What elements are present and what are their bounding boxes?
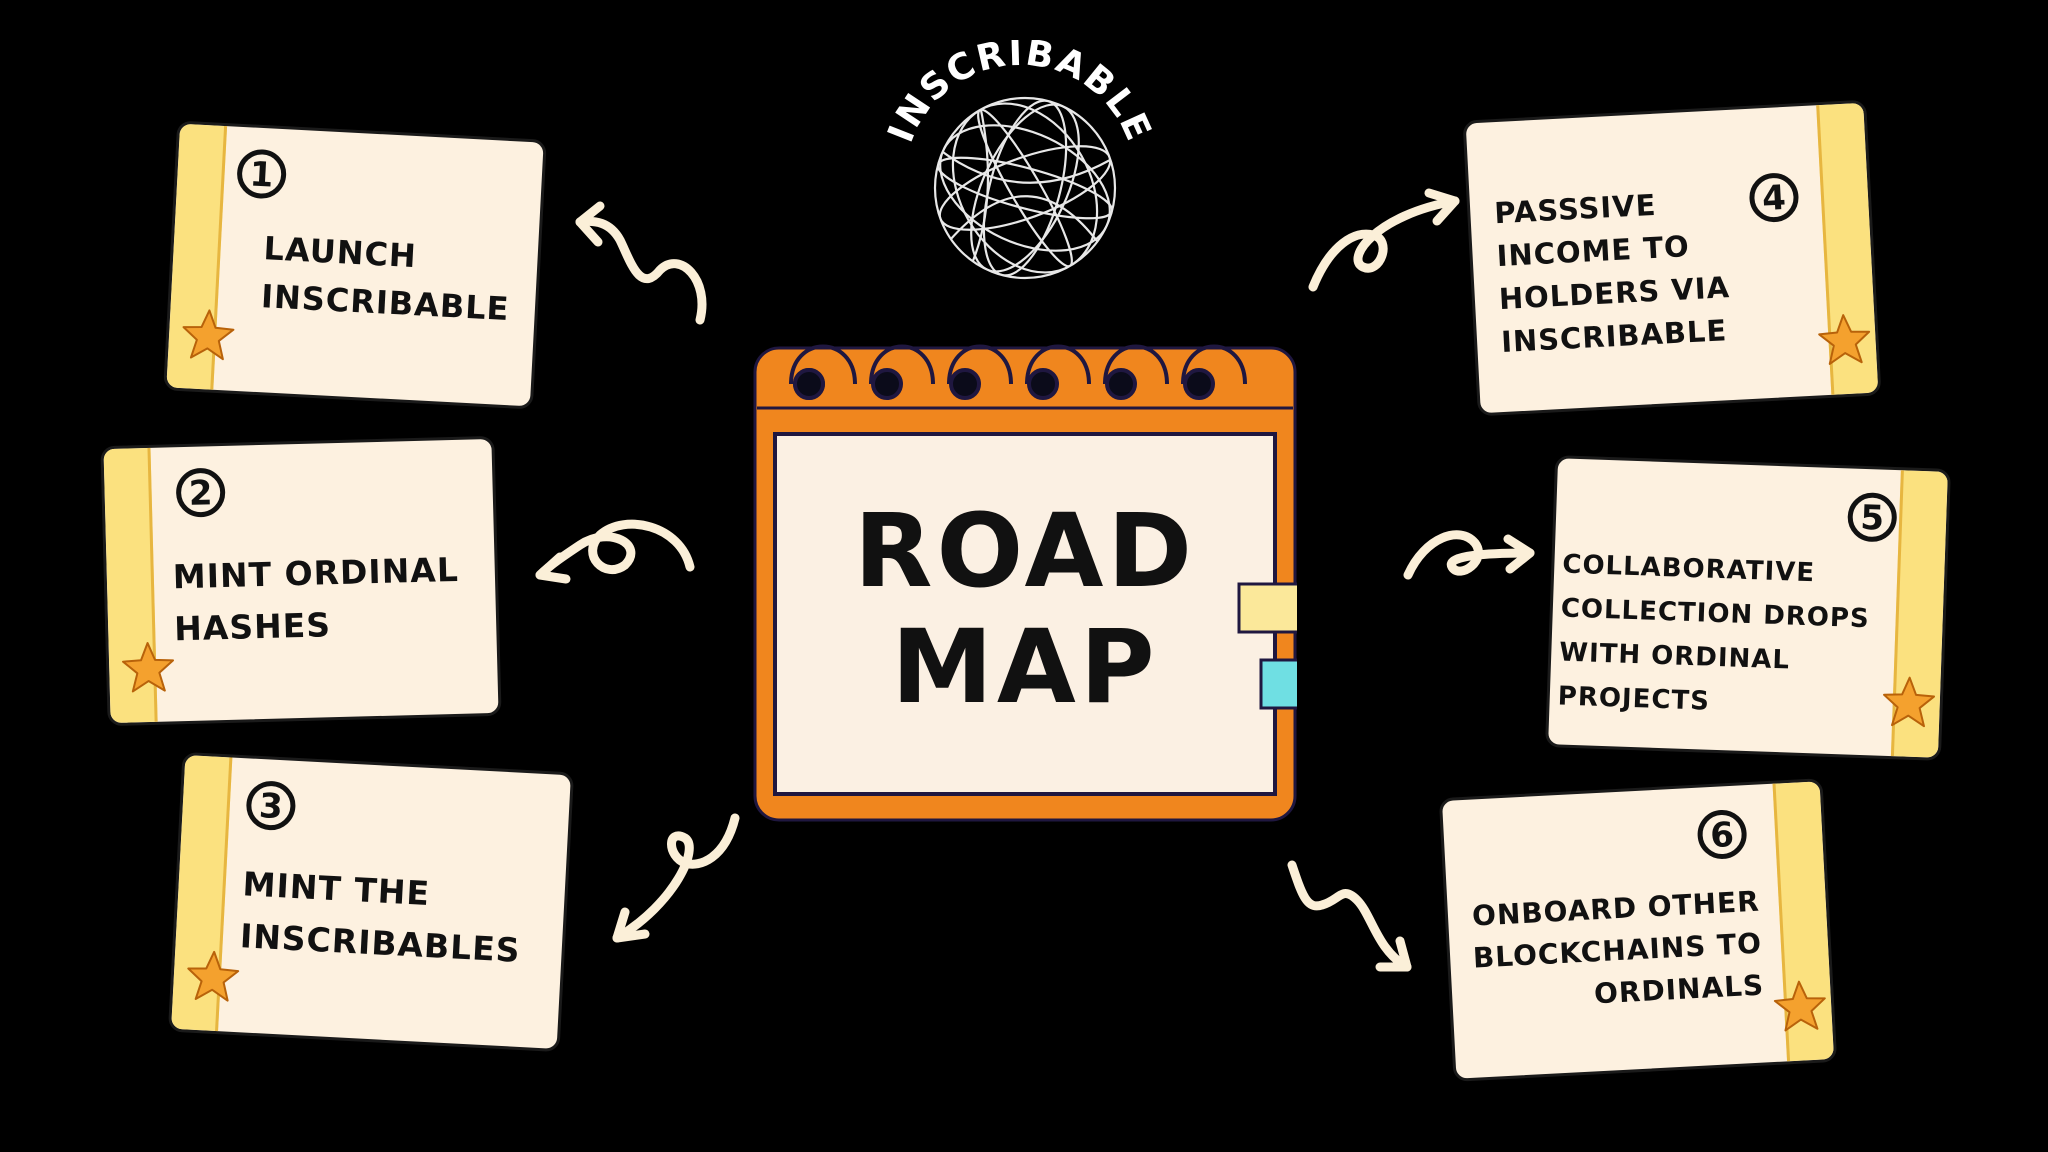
star-icon — [1773, 980, 1826, 1032]
bookmark-tab-cyan — [1259, 658, 1297, 710]
svg-text:6: 6 — [1709, 815, 1735, 856]
star-icon — [187, 950, 240, 1002]
roadmap-title: ROAD MAP — [775, 494, 1275, 726]
roadmap-title-line2: MAP — [891, 608, 1159, 727]
arrow-to-step-1 — [575, 201, 707, 325]
arrow-to-step-2 — [535, 519, 695, 584]
step-number-badge: 4 — [1749, 173, 1799, 223]
arrow-to-step-5 — [1403, 530, 1535, 580]
star-icon — [1818, 314, 1871, 365]
roadmap-title-line1: ROAD — [853, 492, 1197, 611]
globe-icon — [933, 96, 1117, 280]
step-card-4: 4 PASSSIVE INCOME TO HOLDERS VIA INSCRIB… — [1462, 99, 1882, 417]
step-number-badge: 1 — [237, 149, 287, 199]
step-number-badge: 5 — [1847, 492, 1897, 542]
calendar-rings — [789, 344, 1247, 400]
arrow-to-step-3 — [612, 813, 740, 943]
svg-text:3: 3 — [258, 786, 284, 827]
step-number-badge: 6 — [1697, 809, 1747, 859]
svg-text:1: 1 — [249, 154, 275, 195]
step-card-2: 2 MINT ORDINAL HASHES — [100, 435, 502, 727]
star-icon — [1883, 676, 1936, 728]
inscribable-globe-logo: INSCRIBABLE — [881, 40, 1157, 280]
step-card-1: 1 LAUNCH INSCRIBABLE — [163, 120, 547, 410]
star-icon — [182, 309, 235, 361]
svg-text:4: 4 — [1761, 178, 1787, 219]
step-card-5: 5 COLLABORATIVE COLLECTION DROPS WITH OR… — [1545, 455, 1951, 761]
bookmark-tab-yellow — [1237, 582, 1297, 634]
step-number-badge: 2 — [176, 468, 226, 518]
step-2-line-1: MINT ORDINAL — [172, 549, 460, 597]
svg-text:5: 5 — [1860, 498, 1885, 539]
step-number-badge: 3 — [246, 781, 296, 831]
arrow-to-step-4 — [1308, 188, 1460, 292]
arrow-to-step-6 — [1287, 860, 1412, 972]
step-card-6: 6 ONBOARD OTHER BLOCKCHAINS TO ORDINALS — [1438, 778, 1838, 1082]
svg-text:2: 2 — [188, 473, 213, 514]
step-5-line-4: PROJECTS — [1557, 681, 1711, 717]
star-icon — [122, 642, 175, 693]
step-card-3: 3 MINT THE INSCRIBABLES — [167, 751, 575, 1053]
calendar-icon — [753, 344, 1297, 822]
step-2-line-2: HASHES — [173, 605, 332, 649]
